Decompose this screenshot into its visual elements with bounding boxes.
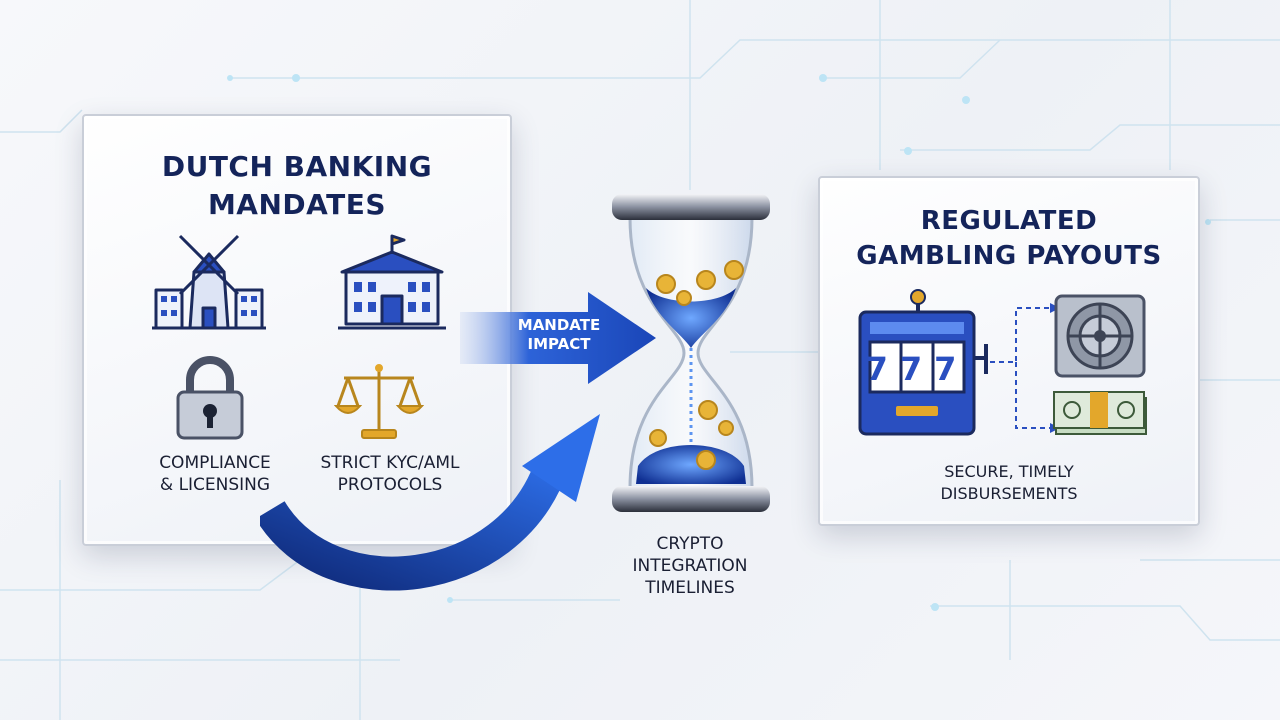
hourglass-icon [612, 194, 770, 512]
right-panel-title: REGULATED GAMBLING PAYOUTS [820, 204, 1198, 274]
compliance-caption-line2: & LICENSING [159, 475, 271, 495]
payout-connectors [990, 303, 1060, 433]
left-title-line1: DUTCH BANKING [161, 150, 433, 183]
left-title-line2: MANDATES [207, 188, 387, 221]
crypto-caption-line2: INTEGRATION [632, 556, 748, 576]
vault-icon [1054, 294, 1146, 378]
secure-disbursements-caption: SECURE, TIMELY DISBURSEMENTS [818, 461, 1200, 505]
cash-stack-icon [1053, 391, 1147, 435]
left-panel-title: DUTCH BANKING MANDATES [84, 148, 510, 224]
kyc-caption-line2: PROTOCOLS [337, 475, 443, 495]
crypto-caption-line3: TIMELINES [645, 578, 735, 598]
compliance-caption-line1: COMPLIANCE [159, 453, 271, 473]
scales-icon [334, 364, 424, 439]
mandate-impact-label: MANDATE IMPACT [494, 316, 624, 354]
secure-caption-line1: SECURE, TIMELY [944, 462, 1074, 481]
right-title-line1: REGULATED [920, 206, 1098, 236]
bank-building-icon [338, 234, 446, 330]
secure-caption-line2: DISBURSEMENTS [940, 484, 1078, 503]
padlock-icon [176, 356, 244, 440]
kyc-caption-line1: STRICT KYC/AML [320, 453, 460, 473]
compliance-caption: COMPLIANCE & LICENSING [130, 452, 300, 496]
curved-arrow [260, 414, 600, 591]
kyc-caption: STRICT KYC/AML PROTOCOLS [300, 452, 480, 496]
mandate-impact-line1: MANDATE [517, 316, 601, 334]
windmill-building-icon [152, 234, 266, 330]
crypto-caption-line1: CRYPTO [656, 534, 724, 554]
crypto-timelines-caption: CRYPTO INTEGRATION TIMELINES [595, 533, 785, 599]
right-title-line2: GAMBLING PAYOUTS [856, 241, 1162, 271]
left-panel-dutch-banking: DUTCH BANKING MANDATES [82, 114, 512, 546]
mandate-impact-line2: IMPACT [527, 335, 591, 353]
mandate-impact-arrow [460, 292, 656, 384]
slot-reels-text: 777 [866, 350, 969, 388]
slot-machine-icon: 777 [858, 289, 988, 436]
